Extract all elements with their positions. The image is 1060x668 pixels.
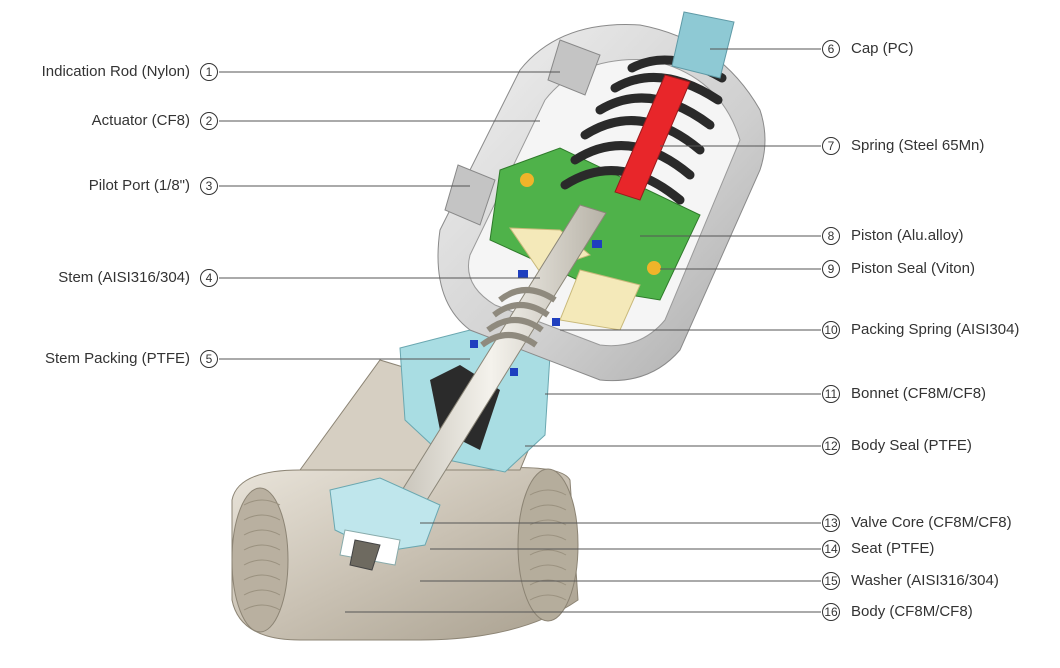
callout-label-11: Bonnet (CF8M/CF8) — [851, 385, 987, 402]
callout-label-8: Piston (Alu.alloy) — [851, 227, 964, 244]
callout-number-10: 10 — [822, 321, 840, 339]
indication-rod — [614, 74, 691, 201]
callout-number-1: 1 — [200, 63, 218, 81]
callout-number-9: 9 — [822, 260, 840, 278]
callout-label-7: Spring (Steel 65Mn) — [851, 137, 985, 154]
callout-number-4: 4 — [200, 269, 218, 287]
leader-lines — [219, 48, 821, 613]
seals — [470, 240, 602, 376]
callout-label-3: Pilot Port (1/8") — [88, 177, 190, 194]
callout-label-12: Body Seal (PTFE) — [851, 437, 972, 454]
callout-number-6: 6 — [822, 40, 840, 58]
callout-label-15: Washer (AISI316/304) — [851, 572, 999, 589]
callout-number-2: 2 — [200, 112, 218, 130]
callout-number-11: 11 — [822, 385, 840, 403]
callout-label-10: Packing Spring (AISI304) — [851, 321, 1020, 338]
callout-label-13: Valve Core (CF8M/CF8) — [851, 514, 1012, 531]
valve-core — [329, 477, 441, 571]
callout-number-15: 15 — [822, 572, 840, 590]
callout-label-1: Indication Rod (Nylon) — [41, 63, 190, 80]
callout-number-16: 16 — [822, 603, 840, 621]
packing-spring — [480, 287, 557, 348]
cap — [671, 11, 735, 79]
callout-label-16: Body (CF8M/CF8) — [851, 603, 973, 620]
callout-number-13: 13 — [822, 514, 840, 532]
callout-label-4: Stem (AISI316/304) — [58, 269, 190, 286]
callout-number-3: 3 — [200, 177, 218, 195]
callout-label-14: Seat (PTFE) — [851, 540, 935, 557]
callout-number-12: 12 — [822, 437, 840, 455]
callout-label-9: Piston Seal (Viton) — [851, 260, 975, 277]
callout-label-2: Actuator (CF8) — [91, 112, 190, 129]
callout-number-8: 8 — [822, 227, 840, 245]
callout-number-5: 5 — [200, 350, 218, 368]
callout-label-6: Cap (PC) — [851, 40, 914, 57]
callout-number-7: 7 — [822, 137, 840, 155]
callout-number-14: 14 — [822, 540, 840, 558]
callout-label-5: Stem Packing (PTFE) — [44, 350, 190, 367]
